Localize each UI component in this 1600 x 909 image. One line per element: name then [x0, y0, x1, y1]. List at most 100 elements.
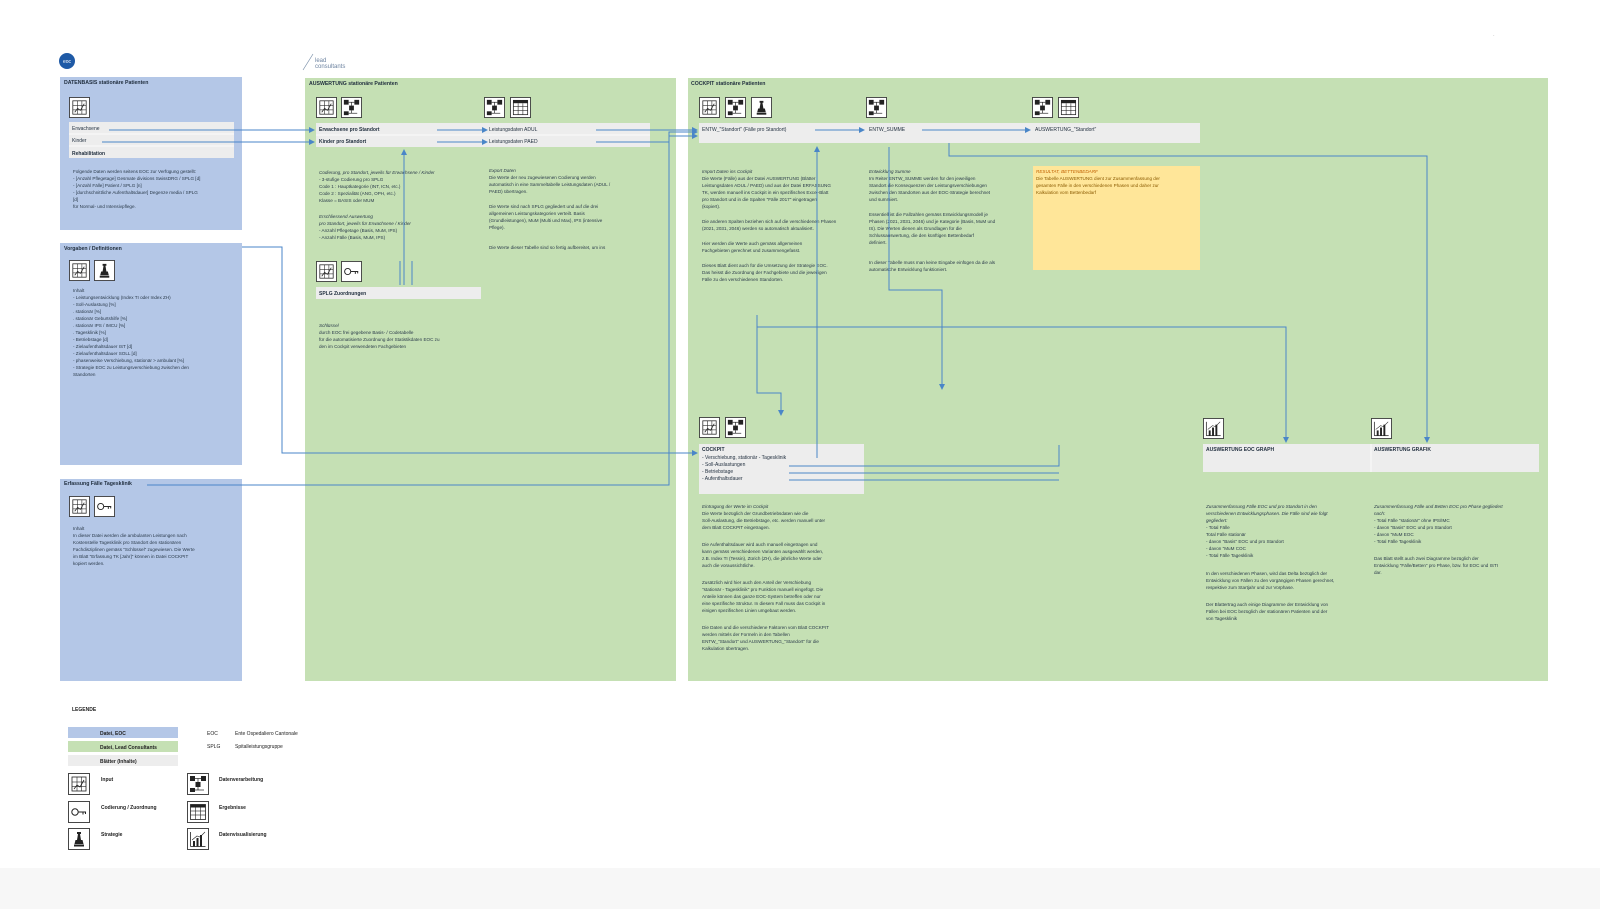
import-line: Das heisst die Zuordnung der Fachgebiete…: [702, 270, 827, 275]
datenbasis-line: - [Anzahl Fälle] Patient / SPLG [n]: [73, 183, 142, 188]
import-line: Dieses Blatt dient auch für die Umsetzun…: [702, 263, 828, 268]
cockpit-line: Eintragung der Werte im Cockpit: [702, 504, 769, 509]
cockpit-sheet-row: - Aufenthaltsdauer: [702, 476, 743, 482]
graph-eoc-line: - Total Fälle: [1206, 525, 1230, 530]
import-line: Hier werden die Werte auch gemäss allgem…: [702, 241, 803, 246]
input-icon: [69, 97, 90, 118]
summe-line: Entwicklung Summe: [869, 169, 911, 174]
legend-swatch-lead: [68, 741, 178, 752]
input-icon: [699, 417, 720, 438]
processing-icon: [187, 773, 209, 795]
coding-line: Codierung, pro Standort, jeweils für Erw…: [319, 170, 435, 175]
vorgaben-line: - phasenweise Verschiebung, stationär > …: [73, 358, 184, 363]
flow-arrow: [147, 133, 698, 486]
erfassung-line: im Blatt "Erfassung TK [Jahr]" können in…: [73, 554, 188, 559]
legend-blaetter: Blätter (Inhalte): [100, 759, 137, 765]
datenbasis-title: DATENBASIS stationäre Patienten: [64, 80, 148, 86]
vorgaben-line: . stationär [%]: [73, 309, 101, 314]
graph-eoc-line: In den verschiedenen Phasen, wird das De…: [1206, 571, 1328, 576]
input-icon: [316, 261, 337, 282]
erfassung-text: Inhalt In dieser Datei werden die ambula…: [73, 526, 195, 566]
legend-icon-label: Ergebnisse: [219, 805, 246, 811]
lead-logo-line1: lead: [315, 58, 326, 64]
splg-label: SPLG Zuordnungen: [319, 291, 366, 297]
import-line: Die Werte (Fälle) aus der Datei AUSWERTU…: [702, 176, 816, 181]
coding-line: Code 1 : Hauptkategorie (INT, ICN, etc.): [319, 184, 401, 189]
legend-icon-label: Datenvisualisierung: [219, 832, 267, 838]
graph-line: dar.: [1374, 570, 1382, 575]
input-icon: [69, 496, 90, 517]
summe-line: In dieser Tabelle muss man keine Eingabe…: [869, 260, 996, 265]
coding-text: Codierung, pro Standort, jeweils für Erw…: [318, 170, 435, 240]
cockpit-sheet: [699, 444, 864, 494]
datenbasis-text: Folgende Daten werden seitens EOC zur Ve…: [73, 169, 200, 209]
coding-line: Code 2 : Spezialität (ANG, OPH, etc.): [319, 191, 396, 196]
export-line: Die Werte dieser Tabelle sind so fertig …: [489, 245, 606, 250]
cockpit-line: auch die voraussichtliche.: [702, 563, 755, 568]
datenbasis-line: [d]: [73, 197, 78, 202]
legend-icon-label: Datenverarbeitung: [219, 777, 263, 783]
flow-arrow: [888, 147, 945, 390]
chess-icon: [68, 828, 90, 850]
cockpit-sheet-title: COCKPIT: [702, 447, 725, 453]
cockpit-line: Zusätzlich wird hier auch den Anteil der…: [702, 580, 811, 585]
vorgaben-line: . Tagesklinik [%]: [73, 330, 106, 335]
cockpit-line: kann gemäss verschiedenen Varianten ausg…: [702, 549, 823, 554]
graph-line: Das Blatt stellt auch zwei Diagramme bez…: [1374, 556, 1479, 561]
flow-line: [789, 445, 1060, 467]
summe-line: und summiert.: [869, 197, 898, 202]
export-text: Export Daten Die Werte der neu zugewiese…: [489, 168, 611, 250]
row-leistungsdaten-adul: Leistungsdaten ADUL: [489, 127, 538, 133]
datenbasis-line: - [durchschnittliche Aufenthaltsdauer] D…: [73, 190, 198, 195]
eoc-logo: eoc: [59, 53, 75, 69]
graph-eoc-line: - Total Fälle Tagesklinik: [1206, 553, 1254, 558]
processing-icon: [725, 97, 746, 118]
row-kinder: Kinder: [72, 138, 87, 144]
cockpit-line: Die Werte bezüglich der Grundbetriebsdat…: [702, 511, 809, 516]
legend-datei-lead: Datei, Lead Consultants: [100, 745, 157, 751]
graph-eoc-line: von Tagesklinik: [1206, 616, 1238, 621]
erfassung-line: In dieser Datei werden die ambulanten Le…: [73, 533, 187, 538]
graph-line: - Total Fälle Tagesklinik: [1374, 539, 1422, 544]
export-line: (Grundleistungen), MuM (Multi und Max), …: [489, 218, 603, 223]
coding-line: pro Standort, jeweils für Erwachsene / K…: [318, 221, 411, 226]
cockpit-line: dem Blatt COCKPIT eingetragen.: [702, 525, 770, 530]
eoc-logo-text: eoc: [63, 59, 72, 65]
import-line: (kopiert).: [702, 204, 720, 209]
import-line: (2021, 2031, 2046) werden so automatisch…: [702, 226, 814, 231]
input-icon: [68, 773, 90, 795]
resultat-line: Kalkulation vom Bettenbedarf: [1036, 190, 1097, 195]
graph-line: - davon "MuM EOC: [1374, 532, 1414, 537]
datenbasis-line: für Normal- und Intensivpflege.: [73, 204, 136, 209]
resultat-line: RESULTAT, BETTENBEDARF: [1036, 169, 1099, 174]
graph-label: AUSWERTUNG GRAFIK: [1374, 447, 1431, 453]
cockpit-line: einigen spezifischen Linien umgebaut wer…: [702, 608, 796, 613]
graph-eoc-line: Fällen bei EOC bezüglich der stationären…: [1206, 609, 1328, 614]
export-line: Export Daten: [489, 168, 516, 173]
chess-icon: [94, 260, 115, 281]
import-line: TK, werden manuell ins Cockpit in ein sp…: [702, 190, 829, 195]
footer-band: [0, 868, 1600, 909]
resultat-text: RESULTAT, BETTENBEDARF Die Tabelle AUSWE…: [1036, 169, 1160, 195]
schluessel-text: Schlüssel durch EOC frei gegebene Basis-…: [319, 323, 440, 349]
sheet-auswertung-standort: AUSWERTUNG_"Standort": [1035, 127, 1096, 133]
cockpit-line: "stationär - Tagesklinik" pro Funktion m…: [702, 587, 824, 592]
key-icon: [341, 261, 362, 282]
coding-line: - 3-stufige Codierung pro SPLG: [319, 177, 384, 182]
export-line: Die Werte sind nach SPLG gegliedert und …: [489, 204, 598, 209]
flow-arrow: [242, 246, 698, 456]
splg-sheet: [316, 287, 481, 299]
resultat-line: gesamten Fälle in den verschiedenen Phas…: [1036, 183, 1159, 188]
graph-line: Entwicklung "Fälle/Betten" pro Phase, bz…: [1374, 563, 1498, 568]
vorgaben-line: - Soll-Auslastung [%]: [73, 302, 116, 307]
cockpit-line: z.B. Index TI (Tessin), Zürich (ZH), die…: [702, 556, 822, 561]
input-icon: [69, 260, 90, 281]
import-line: pro Standort und in die Spalten "Fälle 2…: [702, 197, 817, 202]
vorgaben-line: - Leistungsentwicklung (Index TI oder In…: [73, 295, 171, 300]
cockpit-line: Die Aufenthaltsdauer wird auch manuell e…: [702, 542, 818, 547]
lead-consultants-logo: lead consultants: [302, 53, 345, 71]
legend-icon-label: Input: [101, 777, 114, 783]
graph-eoc-text: Zusammenfassung Fälle EOC und pro Stando…: [1205, 504, 1334, 621]
vorgaben-line: - Zielaufenthaltsdauer SOLL [d]: [73, 351, 137, 356]
schluessel-line: den im Cockpit verwendeten Fachgebieten: [319, 344, 407, 349]
